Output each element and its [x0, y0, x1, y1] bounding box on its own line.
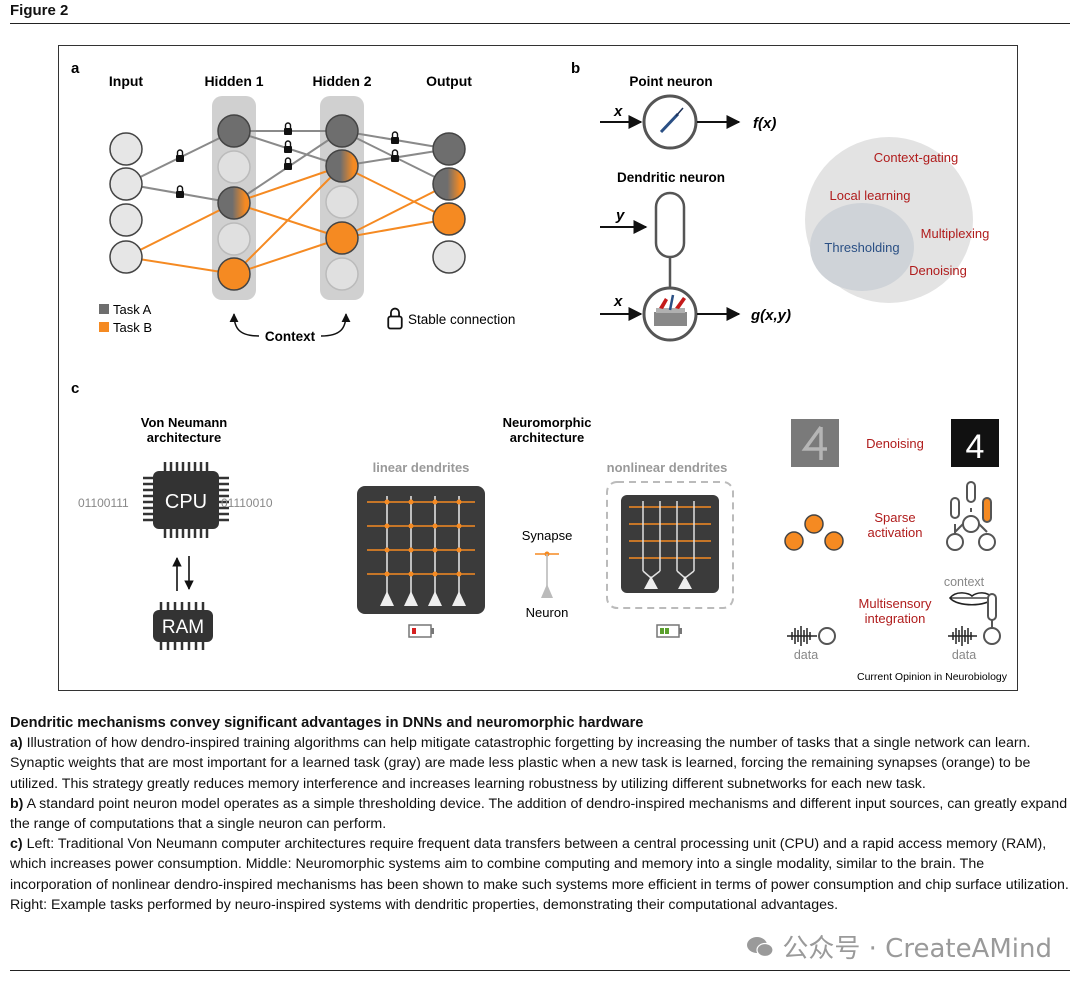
sparse-dendritic-neurons: [946, 481, 996, 551]
nonlinear-frame: [606, 481, 734, 609]
figure-panel: a Input Hidden 1 Hidden 2 Output: [58, 45, 1018, 691]
caption-b-label: b): [10, 795, 24, 812]
legend-task-a: Task A: [113, 302, 152, 317]
venn-multiplexing: Multiplexing: [921, 226, 990, 241]
neurons: [109, 114, 466, 291]
caption-a-text: Illustration of how dendro-inspired trai…: [10, 735, 1031, 792]
watermark-text: 公众号 · CreateAMind: [782, 934, 1052, 964]
neuromorphic-title-2: architecture: [510, 430, 584, 445]
caption-a-label: a): [10, 735, 23, 752]
col-hidden-1: Hidden 1: [204, 73, 263, 89]
stable-lock-icon: [387, 307, 403, 330]
caption-c: c) Left: Traditional Von Neumann compute…: [10, 834, 1070, 915]
multisensory-neuron: [983, 593, 1001, 645]
clean-digit: 4: [966, 428, 985, 466]
context-task-label: context: [944, 575, 985, 589]
panel-a: a Input Hidden 1 Hidden 2 Output: [71, 60, 515, 344]
panel-b-letter: b: [571, 60, 580, 77]
linear-synapses: [384, 499, 462, 577]
point-fx-label: f(x): [753, 115, 776, 132]
point-neuron-title: Point neuron: [629, 74, 712, 89]
caption-b-text: A standard point neuron model operates a…: [10, 795, 1068, 833]
context-label: Context: [265, 329, 316, 344]
top-rule: [10, 23, 1070, 24]
watermark: 公众号 · CreateAMind: [746, 928, 1052, 965]
data-label-right: data: [952, 648, 976, 662]
panel-b: b Point neuron x f(x) Dendritic neuron y…: [571, 60, 990, 342]
neuromorphic-title-1: Neuromorphic: [503, 415, 592, 430]
von-neumann-title-2: architecture: [147, 430, 221, 445]
cpu-chip-icon: [143, 462, 229, 538]
nonlinear-crossbar: [621, 495, 719, 593]
sparse-label-2: activation: [868, 525, 923, 540]
caption-c-text: Left: Traditional Von Neumann computer a…: [10, 836, 1069, 913]
caption-a: a) Illustration of how dendro-inspired t…: [10, 733, 1070, 794]
col-output: Output: [426, 73, 472, 89]
legend-task-b-swatch: [99, 322, 109, 332]
col-hidden-2: Hidden 2: [312, 73, 371, 89]
linear-dendrites-label: linear dendrites: [373, 460, 470, 475]
venn-inner: [810, 203, 914, 291]
multisensory-label-2: integration: [865, 611, 926, 626]
source-label: Current Opinion in Neurobiology: [857, 671, 1008, 683]
linear-neurons: [380, 591, 466, 606]
ram-chip-icon: [153, 602, 213, 650]
stable-connection-label: Stable connection: [408, 312, 515, 327]
panel-c: c Von Neumann architecture CPU 01100111 …: [71, 380, 1008, 683]
legend-task-b: Task B: [113, 320, 152, 335]
dendritic-neuron-title: Dendritic neuron: [617, 170, 725, 185]
nonlinear-dendrites-label: nonlinear dendrites: [607, 460, 728, 475]
data-label-left: data: [794, 648, 818, 662]
context-arrow-right: [320, 313, 351, 337]
data-neuron-left: [818, 627, 836, 645]
figure-caption: Dendritic mechanisms convey significant …: [10, 713, 1070, 915]
synapse-label: Synapse: [522, 528, 573, 543]
screwdriver-icon: [659, 107, 684, 134]
dendritic-x-label: x: [613, 293, 623, 310]
neuron-label: Neuron: [526, 605, 569, 620]
denoising-task-label: Denoising: [866, 436, 924, 451]
dendrite-compartment: [654, 191, 686, 259]
bits-left: 01100111: [78, 496, 129, 510]
figure-label: Figure 2: [10, 2, 69, 19]
venn-thresholding: Thresholding: [824, 240, 899, 255]
dendritic-gxy-label: g(x,y): [750, 307, 791, 324]
venn-local-learning: Local learning: [830, 188, 911, 203]
panel-c-letter: c: [71, 380, 79, 397]
toolbox-icon: [654, 294, 687, 326]
battery-low-icon: [408, 624, 434, 638]
legend-task-a-swatch: [99, 304, 109, 314]
clean-digit-image: [951, 419, 999, 467]
dendritic-y-label: y: [615, 207, 625, 224]
battery-full-icon: [656, 624, 682, 638]
chat-bubble-icon: [747, 936, 774, 957]
waveform-icon-left: [787, 626, 817, 646]
venn-context-gating: Context-gating: [874, 150, 959, 165]
waveform-icon-right: [948, 626, 977, 646]
cpu-label: CPU: [165, 491, 207, 513]
bits-right: 01110010: [221, 496, 273, 510]
panel-a-letter: a: [71, 60, 80, 77]
col-input: Input: [109, 73, 144, 89]
venn-denoising: Denoising: [909, 263, 967, 278]
neuron-triangle: [541, 584, 553, 598]
caption-b: b) A standard point neuron model operate…: [10, 794, 1070, 834]
lips-icon: [948, 592, 995, 606]
multisensory-label-1: Multisensory: [859, 596, 932, 611]
task-b-connections: [125, 165, 450, 275]
caption-c-label: c): [10, 836, 23, 853]
sparse-dots: [784, 514, 844, 551]
ram-label: RAM: [162, 617, 204, 638]
linear-crossbar-cols: [386, 496, 460, 596]
context-arrow-left: [229, 313, 260, 337]
sparse-label-1: Sparse: [874, 510, 915, 525]
nonlinear-crossbar-cols: [642, 501, 695, 571]
nonlinear-neurons: [644, 576, 692, 589]
point-x-label: x: [613, 103, 623, 120]
caption-title: Dendritic mechanisms convey significant …: [10, 715, 644, 731]
von-neumann-title-1: Von Neumann: [141, 415, 227, 430]
noisy-digit-image: [791, 419, 839, 467]
bottom-rule: [10, 970, 1070, 971]
